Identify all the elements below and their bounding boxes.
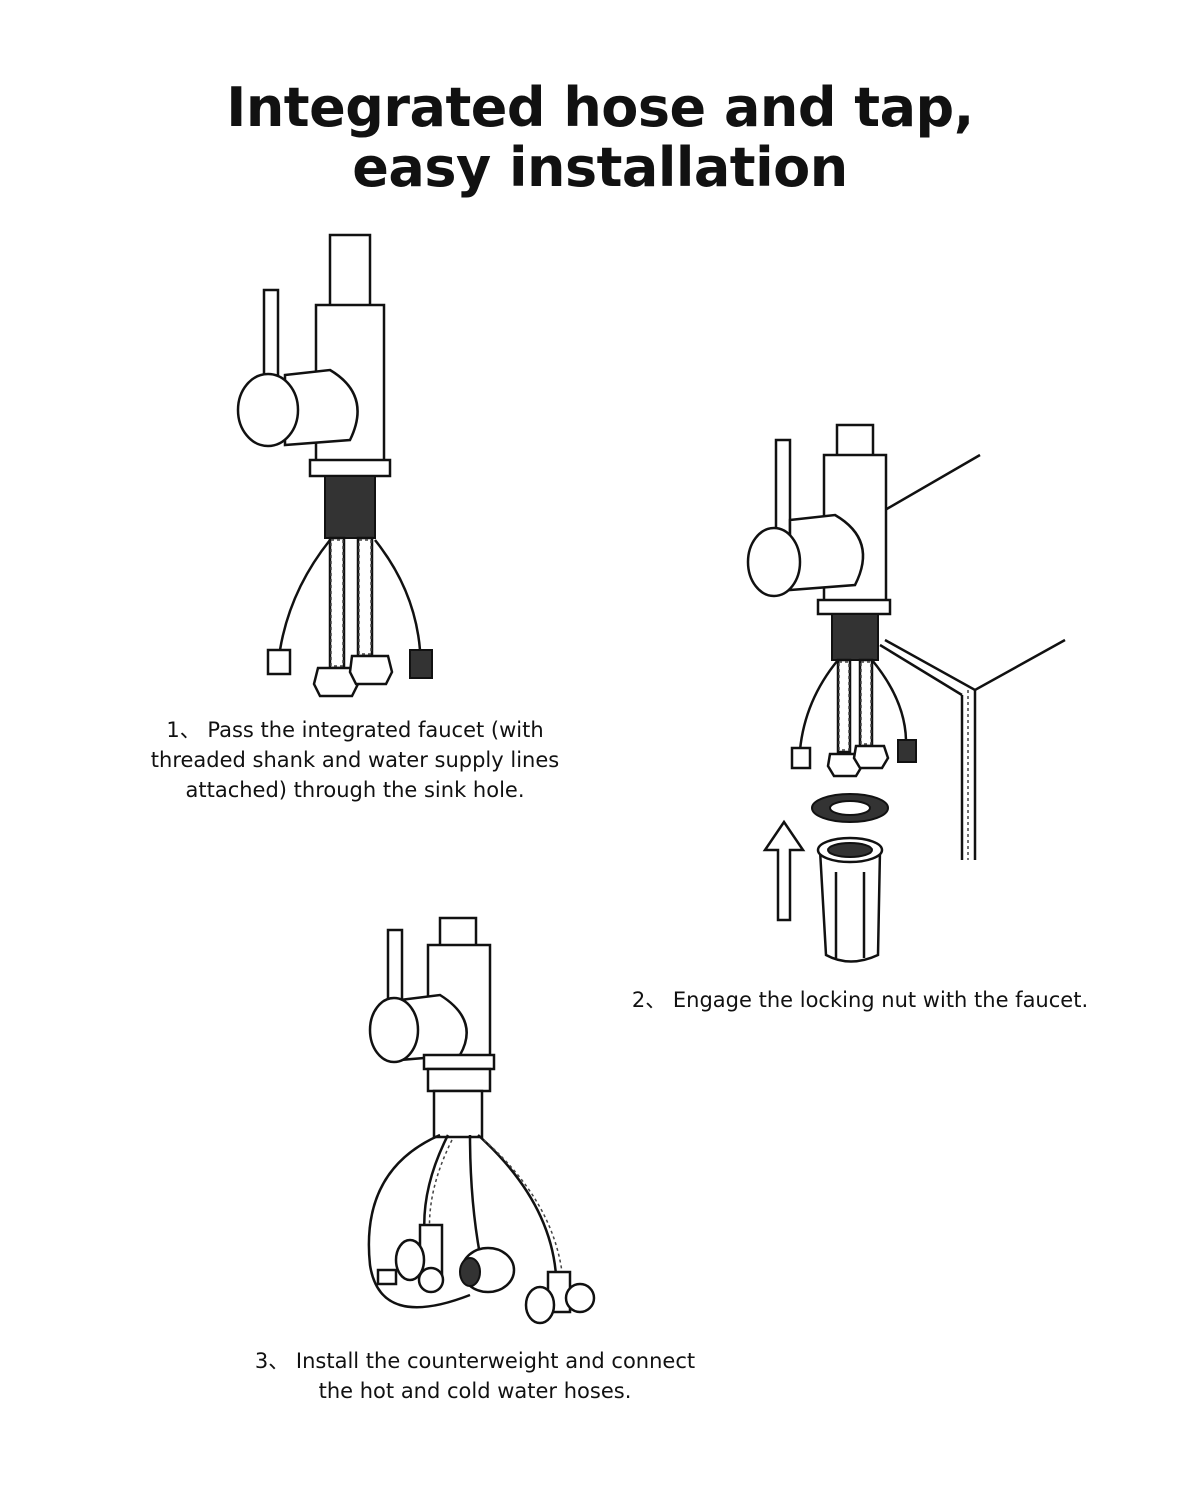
step2-locking-nut-illustration bbox=[746, 423, 1066, 963]
title-line-1: Integrated hose and tap, bbox=[226, 76, 974, 139]
step1-faucet-illustration bbox=[236, 233, 433, 698]
title-line-2: easy installation bbox=[352, 136, 848, 199]
step1-caption: 1、 Pass the integrated faucet (with thre… bbox=[150, 718, 560, 802]
up-arrow-icon bbox=[762, 819, 806, 922]
page-title: Integrated hose and tap, easy installati… bbox=[0, 78, 1200, 198]
step3-counterweight-illustration bbox=[367, 916, 596, 1325]
step3-caption: 3、 Install the counterweight and connect… bbox=[254, 1349, 696, 1403]
step2-caption: 2、 Engage the locking nut with the fauce… bbox=[631, 988, 1089, 1012]
